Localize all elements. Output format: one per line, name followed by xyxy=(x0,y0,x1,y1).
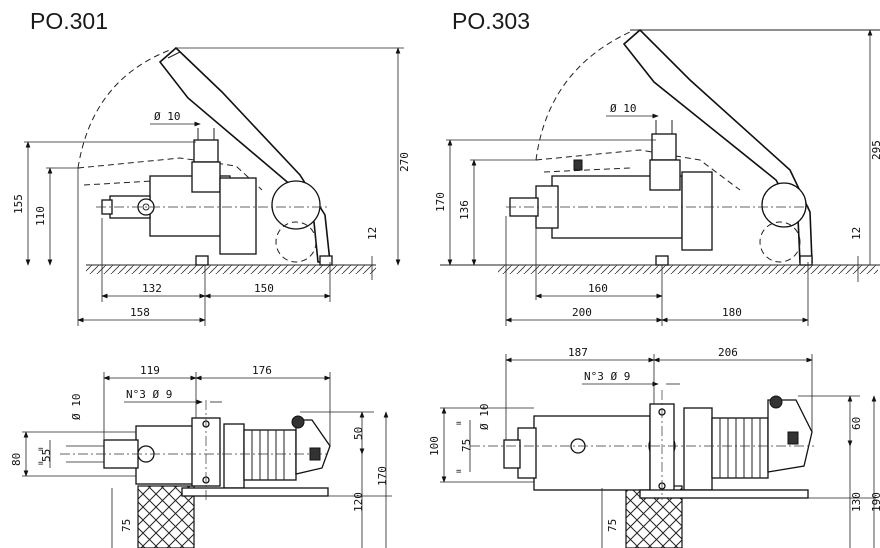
pivot-lowered xyxy=(759,221,801,263)
inlet-fitting xyxy=(651,133,677,161)
pedal-lowered-lower xyxy=(543,167,631,173)
po301-top-h-inner: 55 xyxy=(40,449,53,462)
po301-top-h-outer: 80 xyxy=(10,453,23,466)
po301-top-dia: Ø 10 xyxy=(70,394,83,421)
pivot-lowered xyxy=(275,221,317,263)
inlet-fitting xyxy=(193,139,219,163)
top-bolt xyxy=(769,395,783,409)
po301-side-view: 270 155 110 12 Ø 10 132 150 158 xyxy=(12,46,411,326)
bellows-ribs xyxy=(719,418,761,478)
po303-top-h-total: 190 xyxy=(870,492,880,512)
bleed-screw xyxy=(573,159,583,171)
po303-top-h-pedal: 75 xyxy=(606,519,619,532)
po303-side-w-inner: 160 xyxy=(588,282,608,295)
outlet-bolt-core xyxy=(142,203,150,211)
side-screw xyxy=(787,431,799,445)
center-mark: = xyxy=(38,445,44,455)
po303-top-h-outer: 100 xyxy=(428,436,441,456)
pump-neck xyxy=(191,161,221,193)
pivot-circle xyxy=(761,182,807,228)
po303-side-h-mid: 136 xyxy=(458,200,471,220)
po303-side-h-top: 170 xyxy=(434,192,447,212)
center-mark: = xyxy=(456,419,462,429)
po303-side-w-outer: 200 xyxy=(572,306,592,319)
po301-side-h-total: 270 xyxy=(398,152,411,172)
po301-top-h-mid: 120 xyxy=(352,492,365,512)
po303-top-holes: N°3 Ø 9 xyxy=(584,370,630,383)
foot-left xyxy=(195,255,209,266)
pedal-tread xyxy=(167,51,181,59)
pump-flange xyxy=(219,177,257,255)
ground-hatch xyxy=(86,265,376,274)
po303-top-view: 187 206 N°3 Ø 9 Ø 10 100 75 = = 60 130 1… xyxy=(428,346,880,548)
bracket xyxy=(223,423,245,489)
outlet-nozzle xyxy=(503,439,521,469)
po301-top-view: 119 176 N°3 Ø 9 Ø 10 80 55 = = 50 120 17 xyxy=(10,364,392,548)
po303-side-dia: Ø 10 xyxy=(610,102,637,115)
base-plate xyxy=(639,489,809,499)
bellows xyxy=(711,417,769,479)
po301-side-dia: Ø 10 xyxy=(154,110,181,123)
ground-hatch xyxy=(498,265,878,274)
po303-top-dia: Ø 10 xyxy=(478,404,491,431)
pivot-circle xyxy=(271,180,321,230)
po303-top-h-head: 60 xyxy=(850,417,863,430)
po301-top-w-left: 119 xyxy=(140,364,160,377)
po301-side-w-inner: 132 xyxy=(142,282,162,295)
title-po301: PO.301 xyxy=(30,8,108,34)
foot-right xyxy=(799,255,813,266)
pump-neck xyxy=(649,159,681,191)
center-mark: = xyxy=(456,467,462,477)
po301-top-w-right: 176 xyxy=(252,364,272,377)
title-po303: PO.303 xyxy=(452,8,530,34)
po303-top-w-left: 187 xyxy=(568,346,588,359)
base-plate xyxy=(181,487,329,497)
pedal-arc-dashed xyxy=(535,31,631,161)
pump-cap xyxy=(517,427,537,479)
bracket xyxy=(683,407,713,491)
po303-top-h-mid: 130 xyxy=(850,492,863,512)
po303-top-w-right: 206 xyxy=(718,346,738,359)
pedal-arc-dashed xyxy=(77,49,171,169)
foot-right xyxy=(319,255,333,266)
pump-body xyxy=(533,415,651,491)
po301-top-h-pedal: 75 xyxy=(120,519,133,532)
po301-side-gap: 12 xyxy=(366,227,379,240)
po303-side-w-right: 180 xyxy=(722,306,742,319)
po301-side-w-right: 150 xyxy=(254,282,274,295)
po303-top-h-inner: 75 xyxy=(460,439,473,452)
po301-top-h-head: 50 xyxy=(352,427,365,440)
foot-left xyxy=(655,255,669,266)
pump-flange xyxy=(681,171,713,251)
center-mark: = xyxy=(38,459,44,469)
po301-top-h-total: 170 xyxy=(376,466,389,486)
pivot-cap xyxy=(295,419,331,475)
po301-side-h-top: 155 xyxy=(12,194,25,214)
po303-side-view: 170 136 295 12 Ø 10 160 200 180 xyxy=(434,28,880,326)
top-bolt xyxy=(291,415,305,429)
po301-side-h-mid: 110 xyxy=(34,206,47,226)
po303-side-gap: 12 xyxy=(850,227,863,240)
po301-side-w-outer: 158 xyxy=(130,306,150,319)
bellows-ribs xyxy=(251,430,285,480)
po303-side-h-total: 295 xyxy=(870,140,880,160)
po301-top-holes: N°3 Ø 9 xyxy=(126,388,172,401)
bellows xyxy=(243,429,297,481)
